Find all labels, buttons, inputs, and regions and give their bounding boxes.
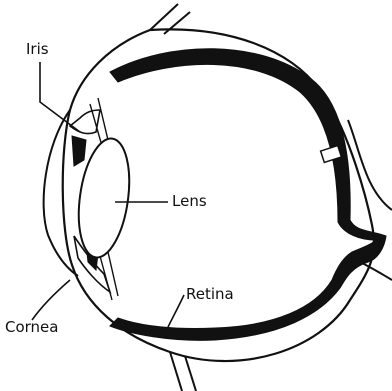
lens-label: Lens — [172, 194, 207, 209]
cornea-label: Cornea — [5, 320, 58, 335]
cornea-curve — [44, 110, 78, 276]
iris-label: Iris — [26, 42, 49, 57]
retina-band — [110, 49, 386, 341]
cornea-leader-line — [32, 280, 70, 320]
bottom-stub-line-1 — [170, 352, 182, 391]
retina-label: Retina — [186, 287, 234, 302]
bottom-stub-line-2 — [185, 356, 196, 391]
ligament-lower — [100, 252, 118, 300]
iris-upper-fill — [72, 136, 86, 166]
